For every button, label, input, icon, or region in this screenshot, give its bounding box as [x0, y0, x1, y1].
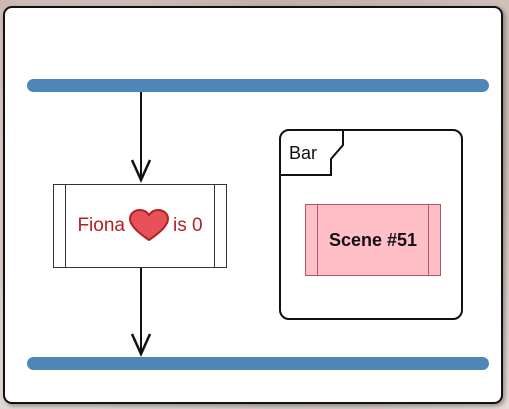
node-left-rail [65, 185, 66, 267]
frame-label: Bar [289, 143, 318, 163]
action-node[interactable]: Fiona is 0 [53, 184, 227, 268]
node-name: Fiona [77, 215, 125, 236]
scene-left-rail [317, 205, 318, 275]
node-suffix: is 0 [172, 215, 203, 236]
bottom-bar [27, 357, 489, 370]
scene-right-rail [428, 205, 429, 275]
arrow-top-to-node [130, 92, 152, 184]
frame-bar: Bar Scene #51 [279, 129, 463, 320]
connectors [130, 92, 152, 358]
frame-tab [281, 131, 344, 176]
arrow-node-to-bottom [130, 268, 152, 358]
scene-label: Scene #51 [328, 229, 418, 250]
heart-icon [128, 209, 170, 243]
node-right-rail [214, 185, 215, 267]
diagram-canvas: Fiona is 0 Bar Scene #51 [3, 6, 503, 404]
top-bar [27, 79, 489, 92]
node-label: Fiona is 0 [66, 185, 214, 267]
scene-node[interactable]: Scene #51 [305, 204, 441, 276]
